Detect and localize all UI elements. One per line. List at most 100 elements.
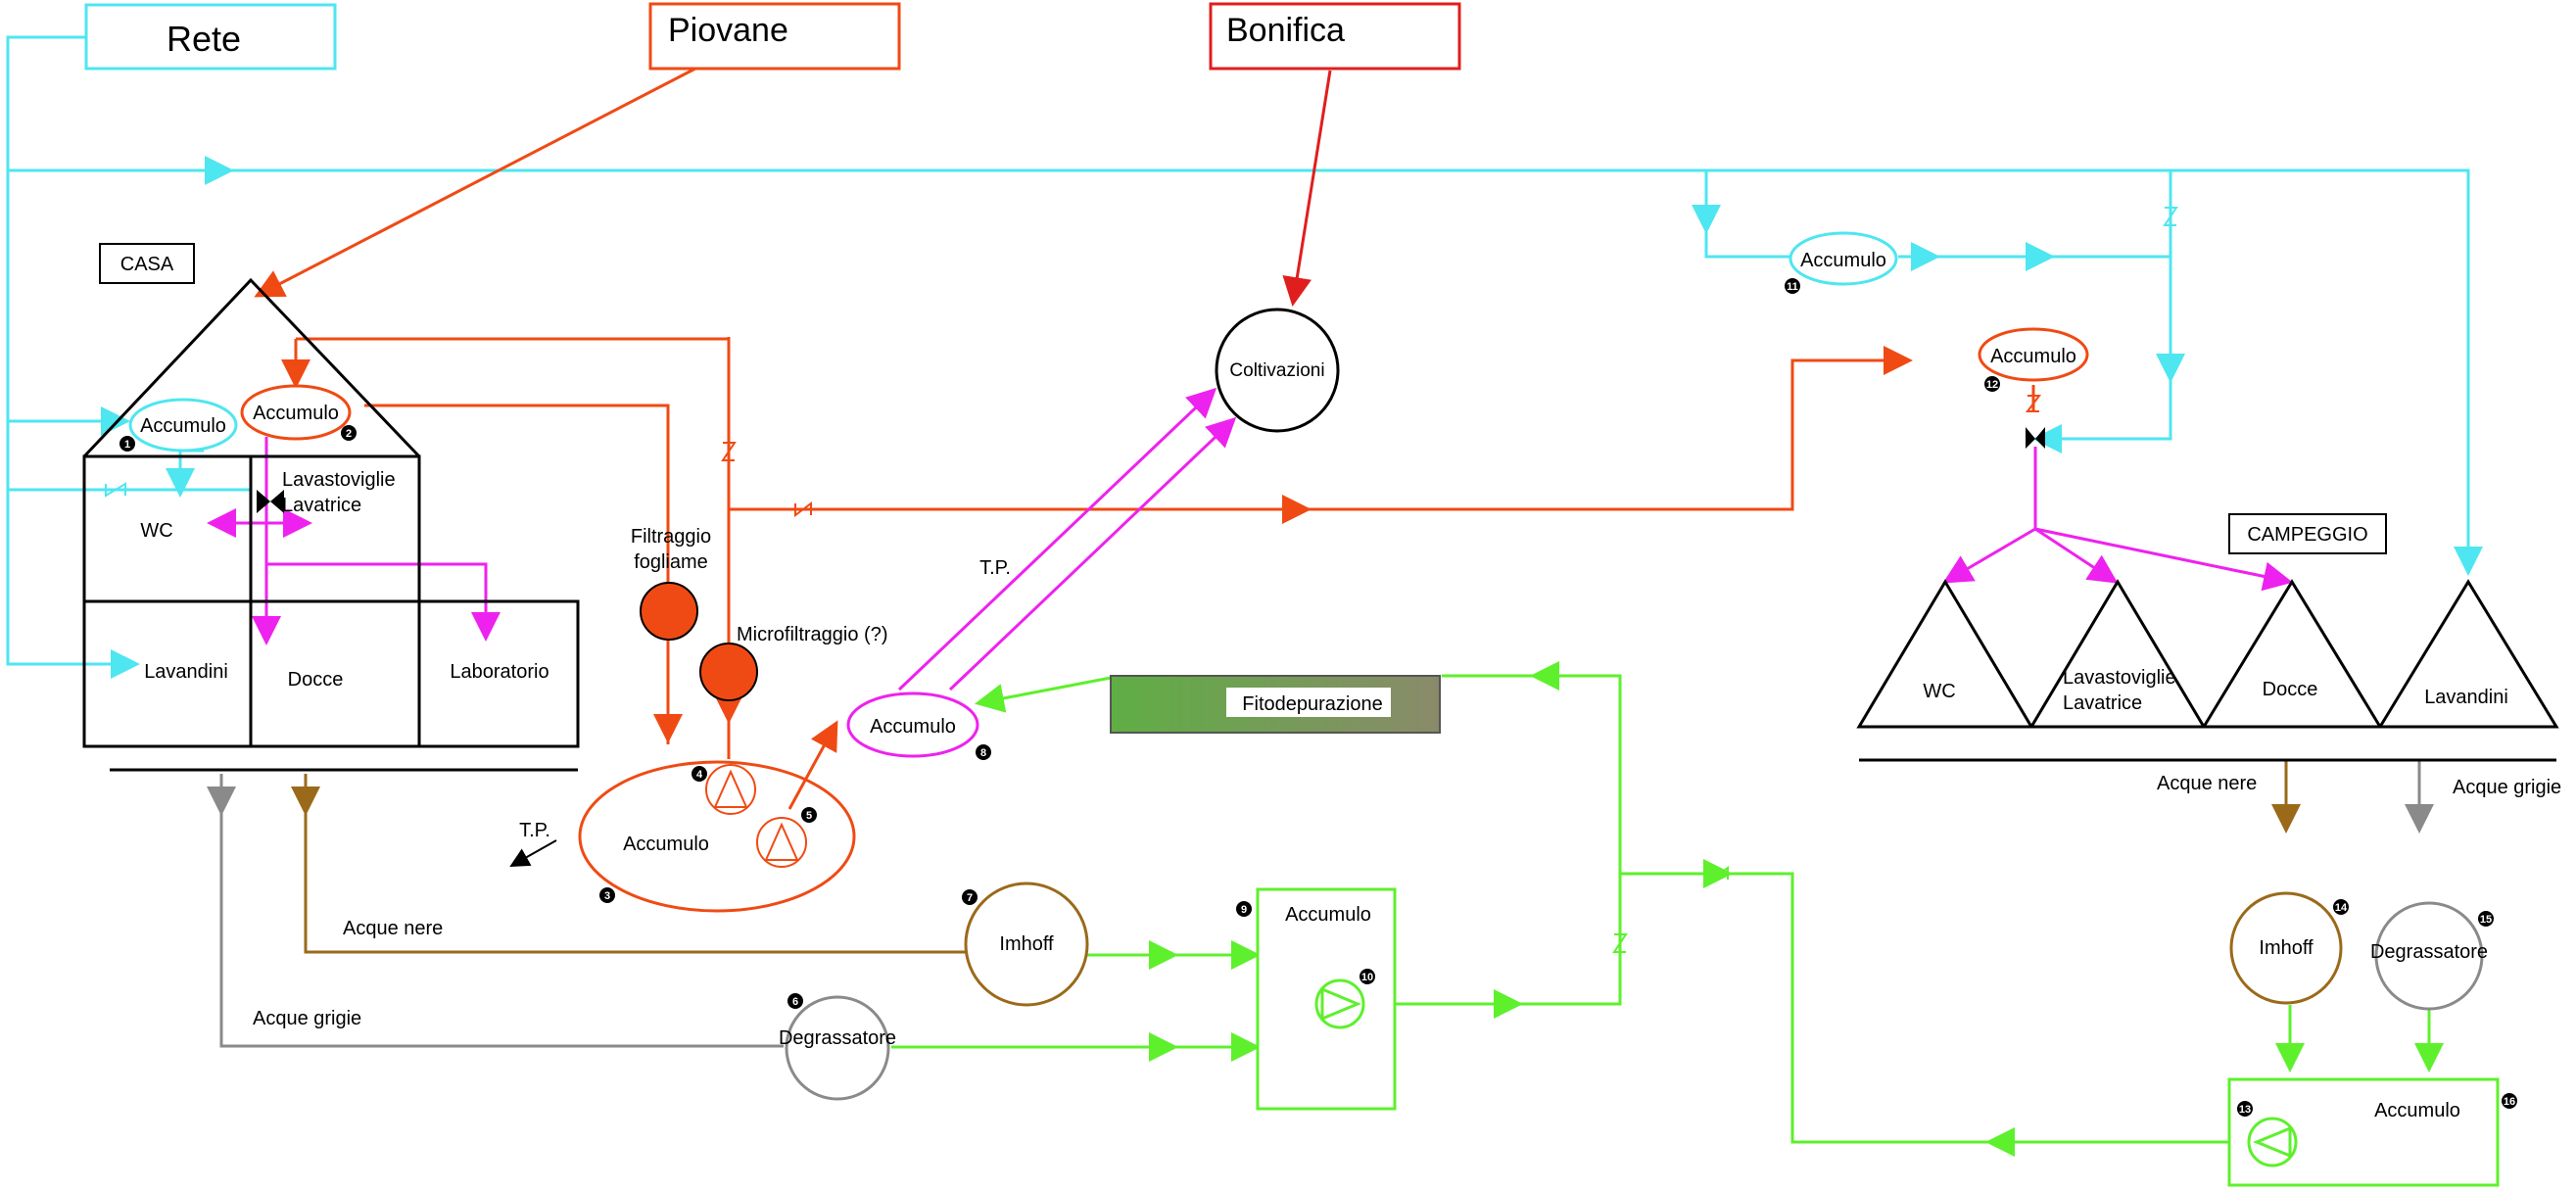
svg-text:12: 12 — [1986, 379, 1998, 391]
accumulo-8-label: Accumulo — [870, 716, 956, 738]
rete-network — [6, 35, 2483, 679]
campeggio-degrassatore-tank — [2374, 901, 2484, 1011]
rete-box — [84, 3, 337, 71]
piovane-network — [254, 67, 2035, 810]
campeggio-acque-grigie-label: Acque grigie — [2453, 777, 2561, 798]
number-badge: 1 — [119, 436, 135, 452]
svg-text:15: 15 — [2480, 914, 2492, 926]
casa-lavatrice-label: Lavatrice — [282, 495, 361, 516]
svg-text:14: 14 — [2335, 902, 2348, 914]
filtraggio-label-1: Filtraggio — [631, 526, 711, 548]
degrassatore-tank — [785, 995, 890, 1101]
fitodepurazione-label: Fitodepurazione — [1242, 693, 1382, 715]
bonifica-label: Bonifica — [1226, 12, 1345, 49]
number-badge: 5 — [801, 807, 817, 823]
piovane-label: Piovane — [668, 12, 788, 49]
campeggio-accumulo-16 — [2227, 1077, 2500, 1187]
filtraggio-label-2: fogliame — [634, 551, 708, 573]
svg-text:10: 10 — [1361, 972, 1373, 983]
accumulo-9-label: Accumulo — [1285, 904, 1371, 926]
casa-accumulo-2 — [240, 384, 352, 441]
imhoff-tank — [964, 882, 1089, 1007]
rete-label: Rete — [167, 19, 241, 59]
number-badge: 9 — [1236, 901, 1252, 917]
svg-text:2: 2 — [346, 428, 352, 440]
bonifica-line — [1282, 70, 1332, 307]
svg-text:16: 16 — [2504, 1096, 2515, 1108]
degrassatore-label: Degrassatore — [779, 1027, 896, 1049]
svg-text:5: 5 — [806, 810, 812, 822]
number-badge: 10 — [1360, 969, 1375, 984]
casa-lavandini-label: Lavandini — [144, 661, 228, 683]
campeggio-accumulo-12 — [1978, 327, 2089, 382]
campeggio-wc-label: WC — [1923, 681, 1955, 702]
tp-arrow — [509, 839, 557, 867]
number-badge: 14 — [2333, 899, 2349, 915]
imhoff-label: Imhoff — [999, 933, 1054, 955]
tp-label-1: T.P. — [519, 820, 550, 841]
mixing-valve-icon — [2026, 427, 2045, 449]
campeggio-label: CAMPEGGIO — [2247, 524, 2367, 546]
accumulo-8 — [846, 691, 979, 758]
pump-icon — [2247, 1117, 2298, 1168]
svg-text:7: 7 — [967, 892, 973, 904]
accumulo-9 — [1256, 887, 1397, 1111]
pump-icon — [705, 764, 807, 868]
svg-text:13: 13 — [2239, 1104, 2251, 1116]
number-badge: 7 — [962, 889, 978, 905]
acque-nere-label: Acque nere — [343, 918, 443, 939]
campeggio-box — [2228, 513, 2387, 554]
drain-lines — [207, 760, 2434, 1048]
casa-box — [99, 243, 195, 284]
bonifica-box — [1209, 2, 1461, 71]
fitodepurazione-label-bg — [1226, 688, 1391, 717]
campeggio-accumulo-11-label: Accumulo — [1800, 250, 1886, 271]
treated-network — [891, 661, 2444, 1157]
svg-text:9: 9 — [1241, 904, 1247, 916]
casa-accumulo-2-label: Accumulo — [253, 403, 339, 424]
number-badge: 13 — [2237, 1101, 2253, 1117]
casa-accumulo-1-label: Accumulo — [140, 415, 226, 437]
casa-docce-label: Docce — [288, 669, 344, 691]
casa-laboratorio-label: Laboratorio — [450, 661, 549, 683]
piovane-box — [648, 2, 901, 71]
casa-label: CASA — [120, 254, 174, 275]
svg-text:1: 1 — [124, 439, 130, 451]
accumulo-3 — [578, 760, 856, 913]
number-badge: 12 — [1984, 376, 2000, 392]
casa-accumulo-1 — [128, 398, 238, 453]
number-badge: 6 — [787, 993, 803, 1009]
casa-wc-label: WC — [140, 520, 172, 542]
number-badge: 2 — [341, 425, 357, 441]
svg-text:4: 4 — [696, 769, 703, 781]
svg-text:11: 11 — [1787, 281, 1798, 293]
campeggio-docce-label: Docce — [2263, 679, 2318, 700]
campeggio-lavandini-label: Lavandini — [2424, 687, 2508, 708]
reuse-network — [207, 387, 2293, 691]
casa-building — [82, 277, 580, 772]
number-badge: 4 — [692, 766, 707, 782]
number-badge: 3 — [599, 887, 615, 903]
accumulo-3-label: Accumulo — [623, 834, 709, 855]
campeggio-degrassatore-label: Degrassatore — [2370, 941, 2488, 963]
mixing-valve-icon — [257, 490, 284, 513]
check-valve-icon — [721, 395, 2041, 517]
svg-text:3: 3 — [604, 890, 610, 902]
campeggio-lavastoviglie-label: Lavastoviglie — [2063, 667, 2176, 689]
campeggio-buildings — [1856, 579, 2559, 762]
campeggio-imhoff-tank — [2229, 891, 2343, 1005]
coltivazioni-circle — [1215, 308, 1340, 433]
campeggio-imhoff-label: Imhoff — [2259, 937, 2314, 959]
campeggio-accumulo-12-label: Accumulo — [1990, 346, 2076, 367]
number-badge: 8 — [976, 744, 991, 760]
campeggio-accumulo-11 — [1789, 231, 1898, 286]
campeggio-accumulo-16-label: Accumulo — [2374, 1100, 2460, 1121]
number-badge: 15 — [2478, 911, 2494, 927]
pump-icon — [1314, 978, 1365, 1029]
campeggio-acque-nere-label: Acque nere — [2157, 773, 2257, 794]
check-valve-icon — [1612, 866, 1729, 953]
svg-text:8: 8 — [980, 747, 986, 759]
microfiltraggio-filter-icon — [699, 643, 758, 701]
casa-lavastoviglie-label: Lavastoviglie — [282, 469, 396, 491]
